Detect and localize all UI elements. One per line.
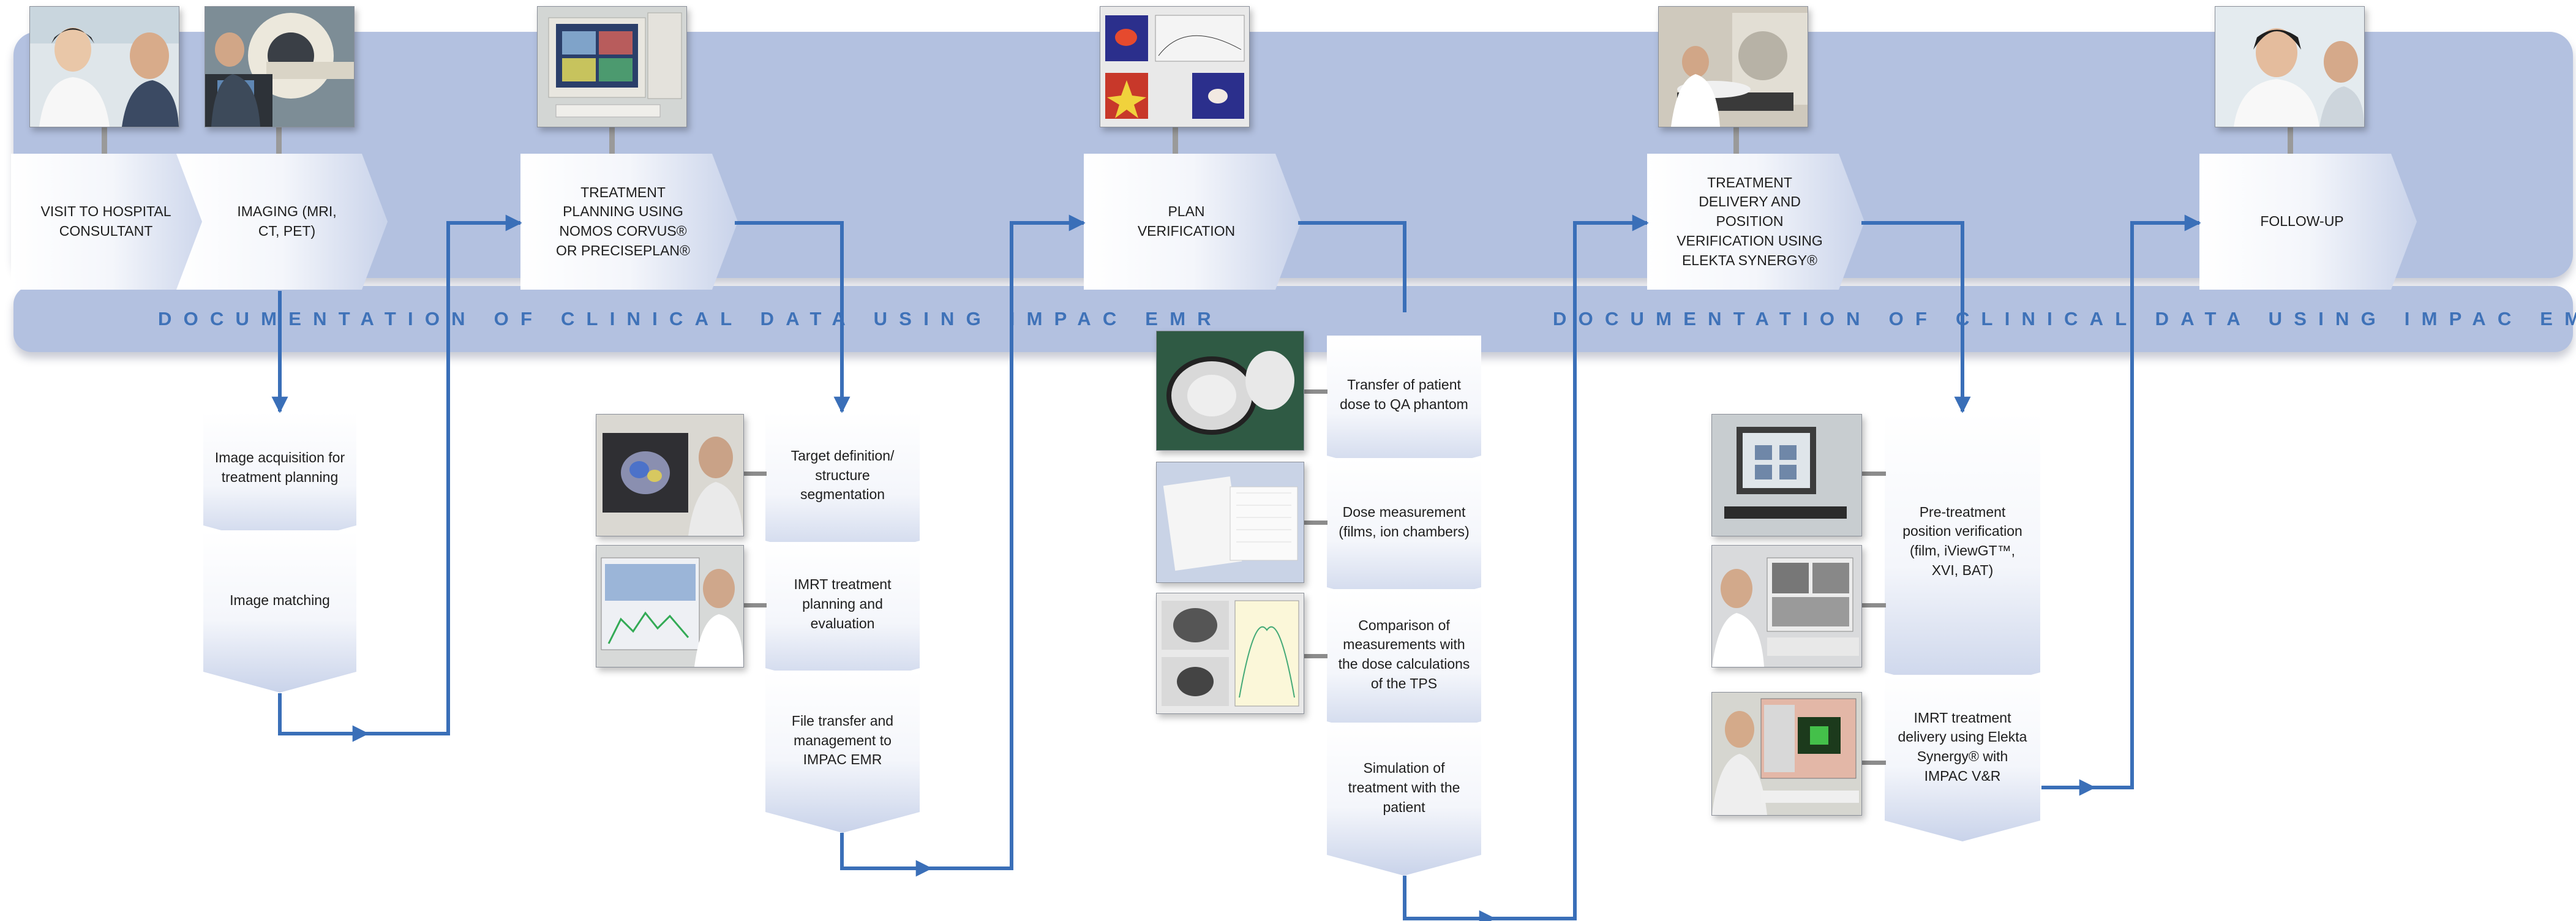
step-verification-label: PLAN VERIFICATION (1137, 203, 1236, 239)
segmentation-screen-photo (596, 414, 744, 536)
dose-map-photo (1100, 6, 1250, 127)
flow-line-verification-down (1298, 221, 1406, 312)
photo-connector (742, 472, 767, 476)
verification-substep-simulation-label: Simulation of treatment with the patient (1348, 760, 1460, 815)
verification-substep-transfer-label: Transfer of patient dose to QA phantom (1340, 377, 1468, 412)
planning-workstation-photo (537, 6, 687, 127)
step-delivery-label: TREATMENT DELIVERY AND POSITION VERIFICA… (1677, 174, 1823, 268)
step-planning-label: TREATMENT PLANNING USING NOMOS CORVUS® O… (556, 184, 690, 258)
planning-substep-target: Target definition/ structure segmentatio… (765, 412, 920, 562)
photo-post (1733, 126, 1739, 155)
step-imaging-chevron: IMAGING (MRI, CT, PET) (176, 154, 388, 290)
delivery-substep-imrt-delivery-label: IMRT treatment delivery using Elekta Syn… (1898, 709, 2027, 784)
flow-arrow-planning-down (735, 221, 851, 413)
planning-substep-file-transfer-label: File transfer and management to IMPAC EM… (791, 712, 894, 768)
xvi-imaging-photo (1711, 545, 1862, 667)
photo-connector (1303, 654, 1327, 658)
photo-post (276, 126, 282, 155)
step-delivery-chevron: TREATMENT DELIVERY AND POSITION VERIFICA… (1647, 154, 1864, 290)
imaging-substep-matching: Image matching (203, 530, 356, 693)
planning-substep-file-transfer: File transfer and management to IMPAC EM… (765, 671, 920, 833)
delivery-substep-imrt-delivery: IMRT treatment delivery using Elekta Syn… (1885, 675, 2040, 841)
step-visit-label: VISIT TO HOSPITAL CONSULTANT (40, 203, 171, 239)
doctor-followup-photo (2215, 6, 2365, 127)
step-planning-chevron: TREATMENT PLANNING USING NOMOS CORVUS® O… (520, 154, 738, 290)
imaging-substep-matching-label: Image matching (230, 592, 330, 608)
photo-connector (1303, 521, 1327, 525)
synergy-console-photo (1711, 692, 1862, 816)
flow-line-planning-to-verification (840, 221, 1084, 870)
position-verification-photo (1711, 414, 1862, 536)
photo-connector (1861, 472, 1886, 476)
dose-comparison-photo (1156, 593, 1304, 714)
verification-substep-simulation: Simulation of treatment with the patient (1327, 723, 1481, 876)
step-followup-chevron: FOLLOW-UP (2199, 154, 2417, 290)
flow-line-verification-to-delivery (1403, 221, 1647, 920)
flow-line-imaging-to-planning (278, 221, 520, 735)
photo-post (609, 126, 615, 155)
ct-scanner-photo (205, 6, 355, 127)
verification-substep-comparison: Comparison of measurements with the dose… (1327, 589, 1481, 742)
photo-connector (742, 603, 767, 607)
imrt-planning-screen-photo (596, 545, 744, 667)
step-imaging-label: IMAGING (MRI, CT, PET) (237, 203, 337, 239)
linac-treatment-photo (1658, 6, 1808, 127)
delivery-substep-position-label: Pre-treatment position verification (fil… (1902, 503, 2022, 578)
planning-substep-imrt: IMRT treatment planning and evaluation (765, 542, 920, 689)
photo-post (1173, 126, 1178, 155)
step-verification-chevron: PLAN VERIFICATION (1084, 154, 1301, 290)
photo-post (2288, 126, 2293, 155)
planning-substep-target-label: Target definition/ structure segmentatio… (790, 447, 895, 503)
qa-phantom-photo (1156, 331, 1304, 451)
verification-substep-measurement-label: Dose measurement (films, ion chambers) (1339, 503, 1470, 539)
photo-connector (1303, 389, 1327, 394)
photo-connector (1861, 761, 1886, 765)
photo-post (102, 126, 107, 155)
step-visit-chevron: VISIT TO HOSPITAL CONSULTANT (11, 154, 213, 290)
flow-line-delivery-to-followup (2041, 221, 2199, 789)
photo-connector (1861, 603, 1886, 607)
verification-substep-transfer: Transfer of patient dose to QA phantom (1327, 336, 1481, 476)
flow-arrow-delivery-down (1861, 221, 1971, 413)
dose-films-photo (1156, 462, 1304, 583)
documentation-label-left: DOCUMENTATION OF CLINICAL DATA USING IMP… (158, 308, 1223, 329)
imaging-substep-acquisition: Image acquisition for treatment planning (203, 412, 356, 546)
step-followup-label: FOLLOW-UP (2260, 213, 2344, 230)
delivery-substep-position: Pre-treatment position verification (fil… (1885, 412, 2040, 693)
planning-substep-imrt-label: IMRT treatment planning and evaluation (794, 576, 892, 631)
documentation-label-right: DOCUMENTATION OF CLINICAL DATA USING IMP… (1553, 308, 2576, 329)
doctor-consultation-photo (29, 6, 179, 127)
verification-substep-measurement: Dose measurement (films, ion chambers) (1327, 458, 1481, 608)
verification-substep-comparison-label: Comparison of measurements with the dose… (1338, 617, 1470, 691)
imaging-substep-acquisition-label: Image acquisition for treatment planning (214, 449, 345, 485)
